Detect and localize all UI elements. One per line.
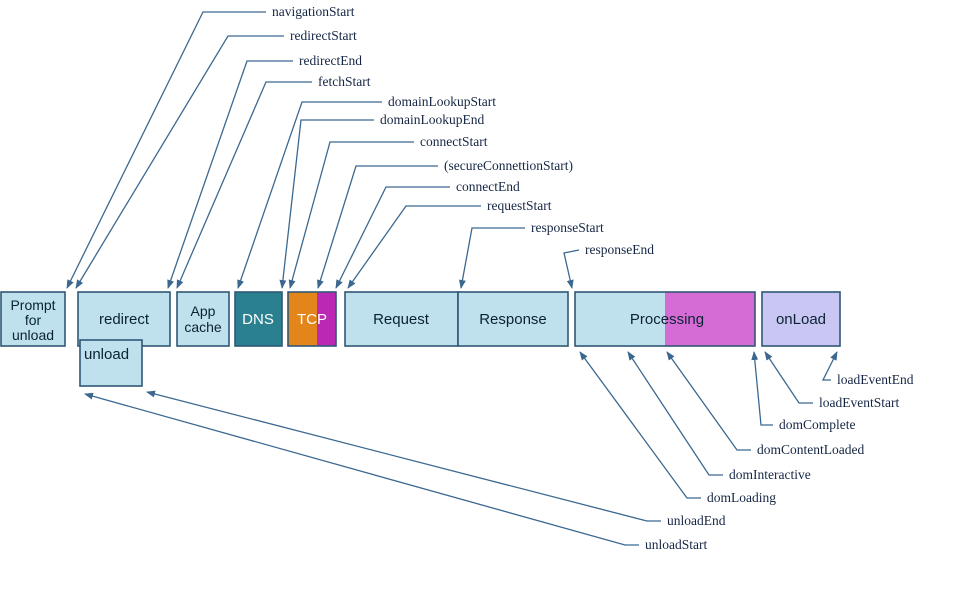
timing-label-loadeventend: loadEventEnd — [837, 372, 914, 387]
box-request-label: Request — [373, 311, 430, 328]
box-prompt-label-line2: for — [25, 312, 42, 328]
timing-label-dominteractive: domInteractive — [729, 467, 811, 482]
timing-label-loadeventstart: loadEventStart — [819, 395, 899, 410]
leader-responsestart — [459, 227, 525, 289]
timeline-boxes: Prompt for unload redirect App cache DNS… — [0, 291, 841, 387]
box-tcp-segment-connect — [288, 292, 317, 346]
timing-label-domcomplete: domComplete — [779, 417, 856, 432]
leader-secureconnectionstart — [317, 165, 438, 289]
timing-label-domcontentloaded: domContentLoaded — [757, 442, 864, 457]
timing-label-unloadend: unloadEnd — [667, 513, 726, 528]
box-prompt-for-unload — [0, 291, 66, 347]
box-app-cache-label-line1: App — [191, 303, 216, 319]
box-redirect — [77, 291, 171, 347]
leader-domainlookupstart — [237, 101, 382, 289]
leader-requeststart — [347, 205, 481, 289]
leader-navigationstart — [66, 11, 266, 289]
leader-redirectend — [167, 60, 293, 289]
timing-label-redirectstart: redirectStart — [290, 28, 357, 43]
leader-loadeventstart — [764, 351, 813, 404]
timing-label-secureconnectionstart: (secureConnettionStart) — [444, 158, 573, 173]
timing-labels-top: navigationStart redirectStart redirectEn… — [272, 4, 654, 257]
box-onload-label: onLoad — [776, 311, 826, 328]
leader-redirectstart — [75, 35, 284, 289]
box-prompt-label-line3: unload — [12, 327, 54, 343]
box-tcp-segment-secure — [317, 292, 336, 346]
timing-label-domainlookupstart: domainLookupStart — [388, 94, 496, 109]
leader-unloadend — [146, 390, 661, 522]
box-redirect-label: redirect — [99, 311, 150, 328]
box-processing-outline — [574, 291, 756, 347]
leader-unloadstart — [84, 392, 639, 546]
leader-domloading — [579, 351, 701, 499]
box-processing-segment-magenta — [665, 292, 755, 346]
timing-label-connectstart: connectStart — [420, 134, 488, 149]
box-tcp-outline — [287, 291, 337, 347]
timing-labels-bottom: loadEventEnd loadEventStart domComplete … — [645, 372, 914, 552]
box-app-cache-label-line2: cache — [184, 319, 222, 335]
timing-label-unloadstart: unloadStart — [645, 537, 707, 552]
box-processing-label: Processing — [630, 311, 704, 328]
leader-domainlookupend — [279, 119, 374, 289]
timing-label-navigationstart: navigationStart — [272, 4, 355, 19]
leader-fetchstart — [176, 81, 312, 289]
box-unload-label: unload — [84, 346, 129, 363]
box-prompt-label-line1: Prompt — [10, 297, 55, 313]
timing-label-responseend: responseEnd — [585, 242, 654, 257]
box-processing-segment-blue — [575, 292, 665, 346]
timing-label-connectend: connectEnd — [456, 179, 520, 194]
leader-domcomplete — [751, 351, 773, 426]
leader-loadeventend — [821, 351, 838, 381]
box-tcp-label: TCP — [297, 311, 327, 328]
leader-domcontentloaded — [666, 351, 751, 451]
leader-connectstart — [288, 141, 414, 289]
box-app-cache — [176, 291, 230, 347]
box-onload — [761, 291, 841, 347]
timing-label-domainlookupend: domainLookupEnd — [380, 112, 484, 127]
box-unload — [79, 339, 143, 387]
timing-label-fetchstart: fetchStart — [318, 74, 371, 89]
box-dns — [234, 291, 283, 347]
leader-connectend — [335, 186, 450, 289]
leader-dominteractive — [627, 351, 723, 476]
box-response-label: Response — [479, 311, 547, 328]
timing-label-responsestart: responseStart — [531, 220, 604, 235]
timing-label-domloading: domLoading — [707, 490, 776, 505]
box-response — [457, 291, 569, 347]
leader-lines-bottom — [84, 351, 838, 546]
timing-label-redirectend: redirectEnd — [299, 53, 362, 68]
leader-lines-top — [66, 11, 580, 289]
box-dns-label: DNS — [242, 311, 274, 328]
timing-label-requeststart: requestStart — [487, 198, 552, 213]
leader-responseend — [563, 249, 580, 289]
